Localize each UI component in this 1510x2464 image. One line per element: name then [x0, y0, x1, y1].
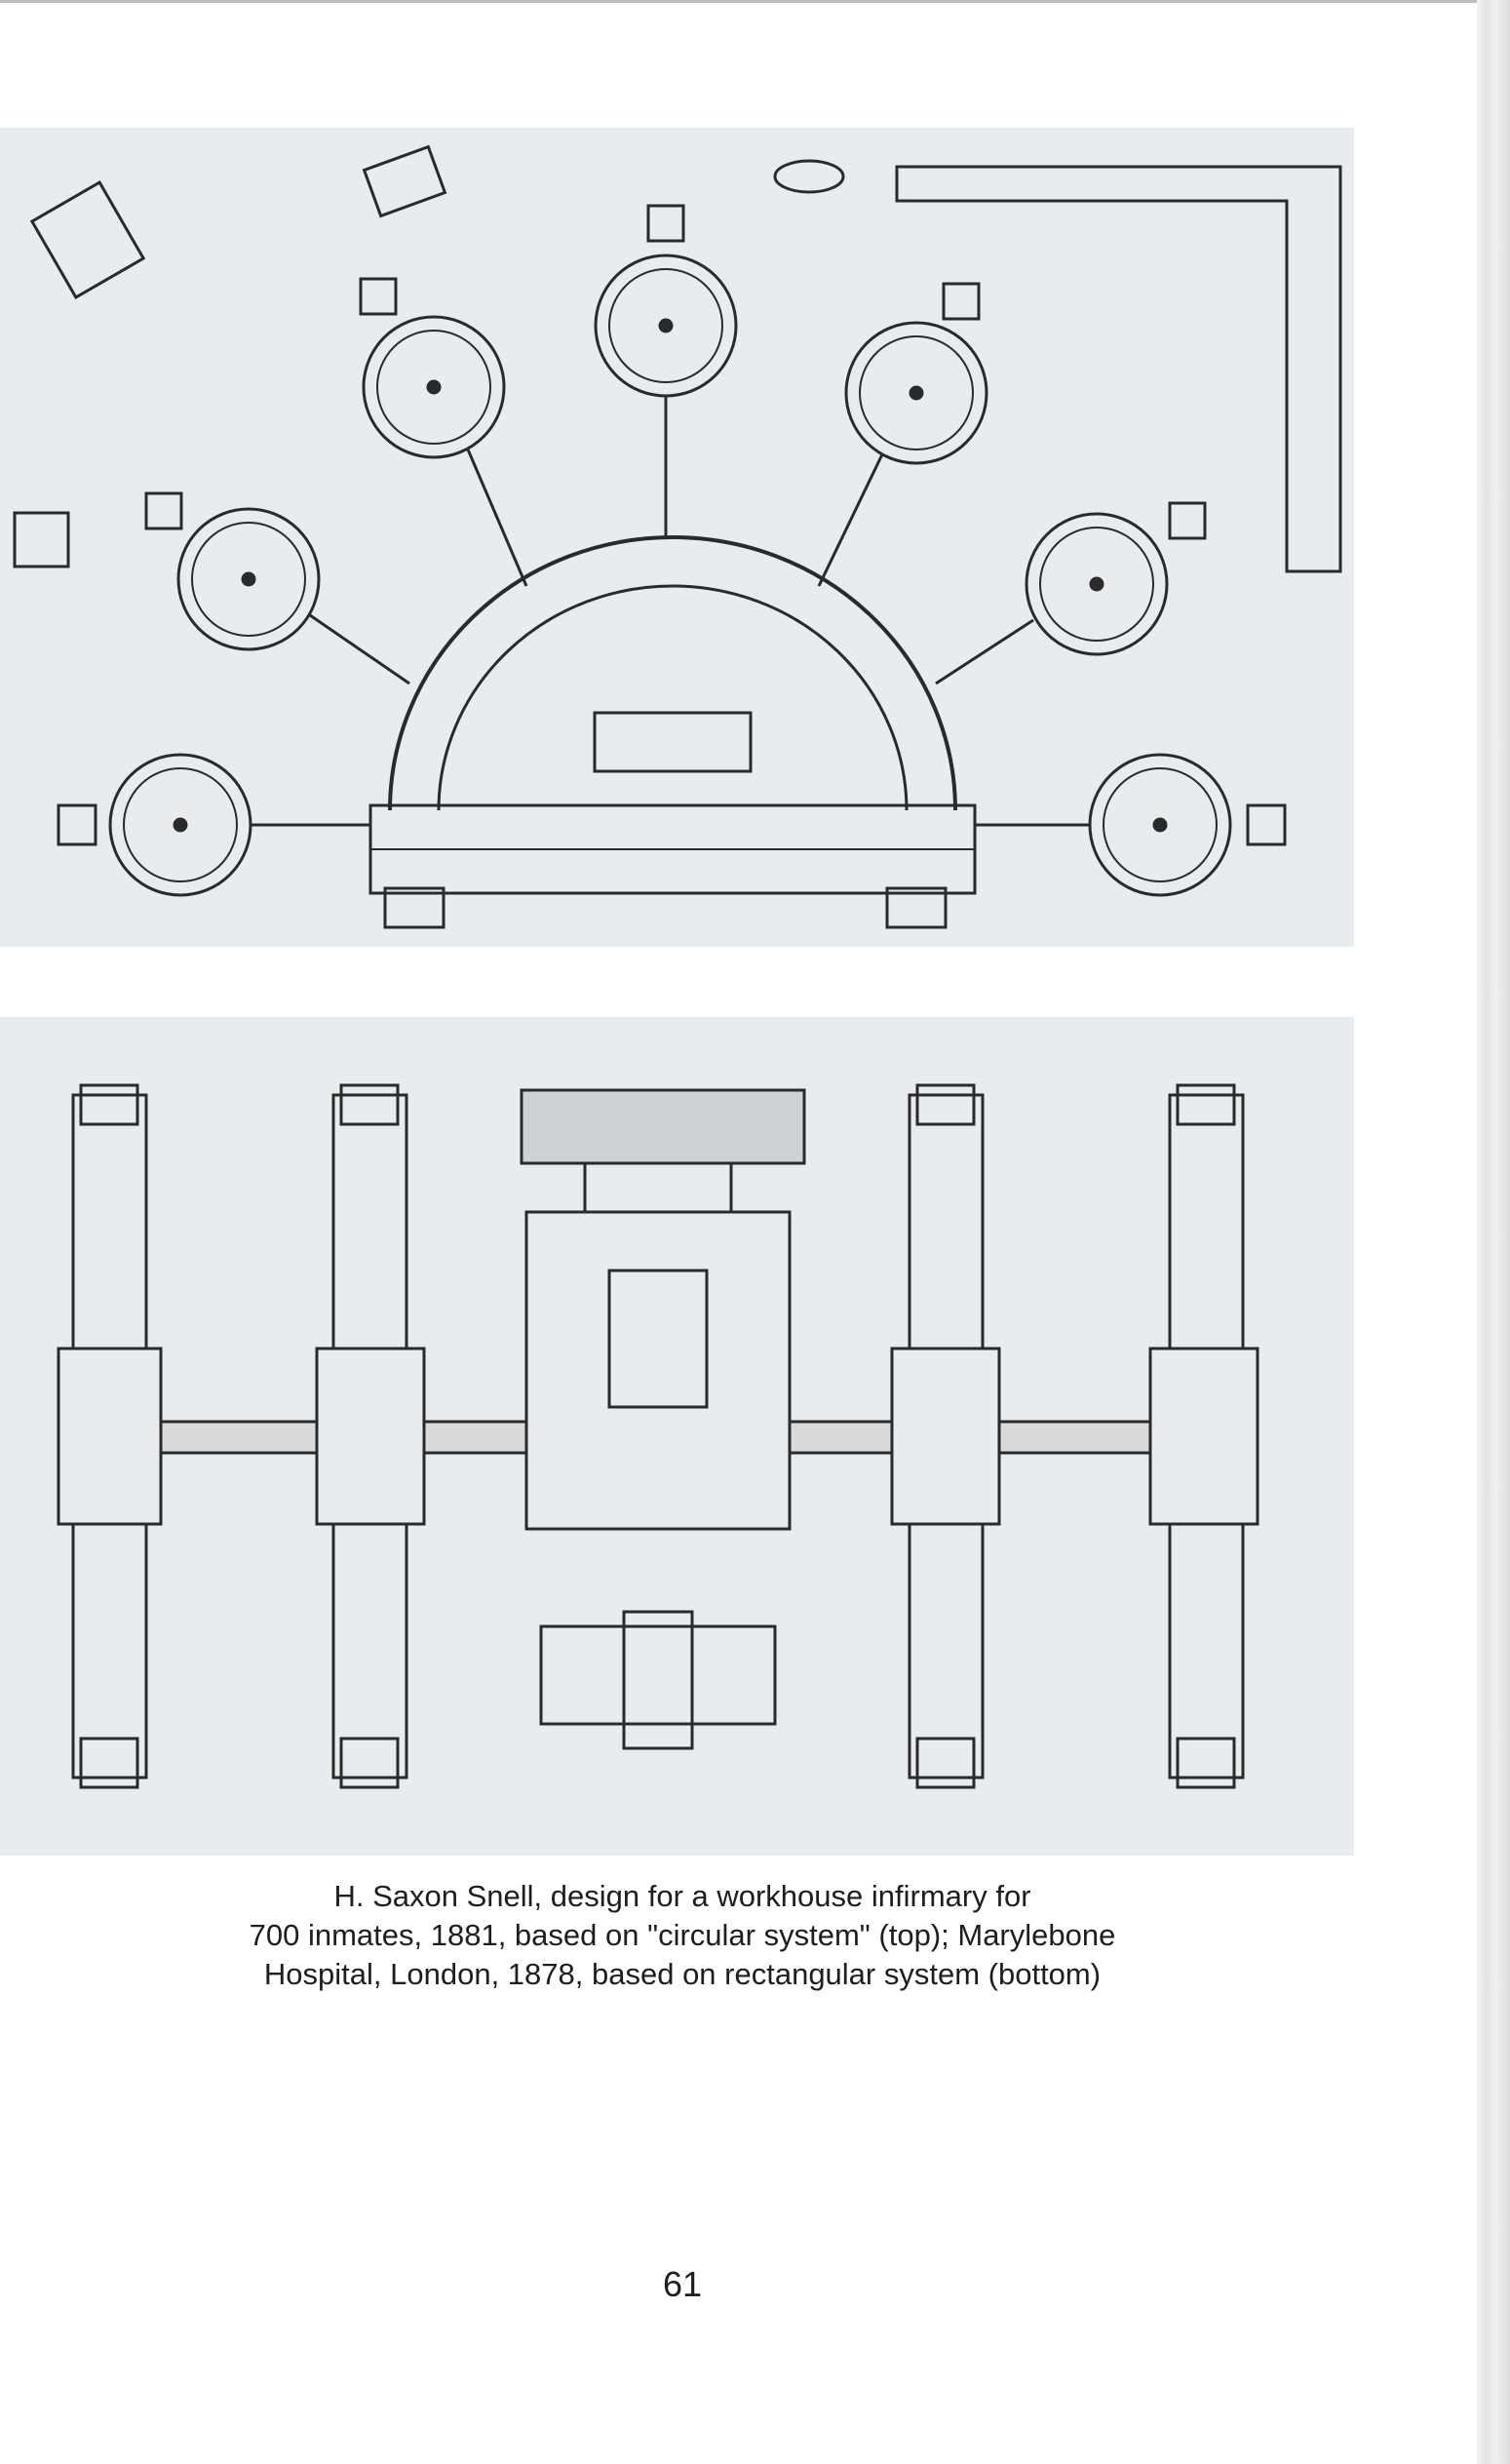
- ward-annex: [1168, 501, 1207, 540]
- ward-annex: [359, 277, 398, 316]
- circular-ward: [975, 753, 1232, 897]
- central-courtyard-block: [524, 1210, 792, 1531]
- page-number: 61: [662, 2264, 703, 2304]
- ward-annex: [942, 282, 981, 321]
- ward-pavilion: [1148, 1083, 1259, 1789]
- front-building: [520, 1088, 806, 1165]
- small-structure: [773, 159, 845, 194]
- caption-line: 700 inmates, 1881, based on "circular sy…: [249, 1918, 1116, 1952]
- ward-annex: [646, 204, 685, 243]
- caption-line: Hospital, London, 1878, based on rectang…: [263, 1957, 1102, 1991]
- ward-annex: [1246, 803, 1287, 846]
- circular-ward: [817, 321, 988, 587]
- entrance-wing: [583, 1161, 733, 1214]
- page-edge-shadow: [1477, 0, 1510, 2464]
- main-block-wing-left: [383, 886, 445, 929]
- circular-ward: [108, 753, 370, 897]
- ward-annex: [57, 803, 97, 846]
- detached-block: [539, 1624, 777, 1726]
- ward-pavilion: [315, 1083, 426, 1789]
- detached-block-center: [622, 1610, 694, 1750]
- caption-line: H. Saxon Snell, design for a workhouse i…: [333, 1879, 1031, 1913]
- central-hall: [593, 711, 753, 773]
- circular-ward: [935, 512, 1169, 685]
- outbuilding: [29, 179, 146, 300]
- circular-ward: [362, 315, 528, 587]
- semicircular-arcade-inner: [437, 584, 909, 811]
- outbuilding: [362, 144, 447, 218]
- l-shaped-building: [895, 165, 1342, 573]
- page-top-rule: [0, 0, 1510, 3]
- outbuilding: [13, 511, 70, 568]
- rectangular-plan-drawing: [57, 1083, 1259, 1789]
- circular-ward: [176, 507, 410, 685]
- circular-infirmary-plan-figure: [0, 128, 1354, 947]
- main-block-wing-right: [885, 886, 948, 929]
- ward-annex: [144, 491, 183, 530]
- figure-caption: H. Saxon Snell, design for a workhouse i…: [175, 1877, 1189, 1994]
- circular-ward: [594, 254, 738, 537]
- rectangular-hospital-plan-figure: [0, 1017, 1354, 1856]
- inner-courtyard: [607, 1269, 709, 1409]
- circular-plan-drawing: [13, 144, 1342, 929]
- semicircular-arcade-outer: [388, 535, 957, 811]
- ward-pavilion: [890, 1083, 1001, 1789]
- ward-pavilion: [57, 1083, 163, 1789]
